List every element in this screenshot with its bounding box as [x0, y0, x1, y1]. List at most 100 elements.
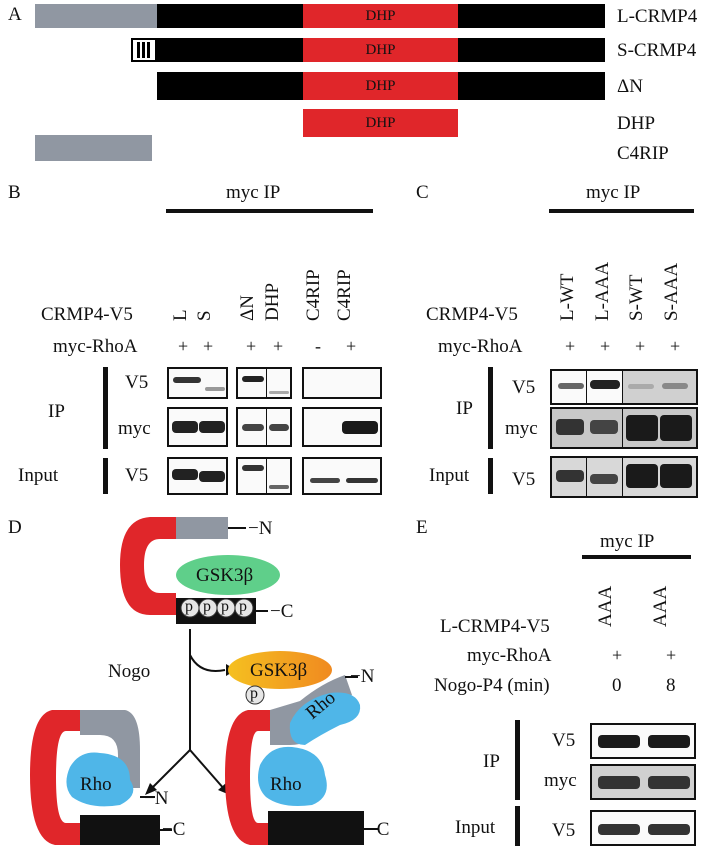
l-crmp4-dhp-domain: DHP — [303, 4, 458, 28]
panel-c-rhoa-label: myc-RhoA — [438, 336, 523, 357]
splice-line — [266, 459, 267, 493]
gsk3b-bound-ellipse — [176, 555, 280, 595]
panel-b-input-v5-blot-1 — [167, 457, 228, 495]
splice-line — [266, 369, 267, 397]
panel-e-lane-2: AAA — [650, 585, 671, 627]
panel-c-input-label: Input — [429, 465, 470, 486]
panel-b-lane-c4rip-2: C4RIP — [334, 269, 355, 321]
panel-b-lane-c4rip-1: C4RIP — [303, 269, 324, 321]
panel-b-letter: B — [8, 182, 21, 203]
panel-e-ip-myc-blot — [590, 764, 696, 800]
band — [242, 465, 264, 471]
band — [558, 383, 584, 389]
panel-b-ip-myc-blot-1 — [167, 407, 228, 447]
band — [626, 464, 658, 488]
band — [662, 383, 688, 389]
bottom-left-rho — [66, 752, 134, 807]
band — [590, 380, 620, 389]
band — [172, 469, 198, 480]
panel-d-n-term-right: −N — [350, 666, 375, 687]
panel-c-input-v5-blot — [550, 456, 698, 498]
band — [205, 387, 225, 391]
band — [346, 478, 378, 483]
panel-d-rho-left: Rho — [80, 774, 112, 795]
band — [626, 415, 658, 441]
band — [556, 470, 584, 482]
panel-e-lane-1: AAA — [595, 585, 616, 627]
panel-c-input-bracket — [488, 458, 493, 494]
panel-b-rhoa-sign-6: + — [346, 336, 357, 356]
panel-c-header-line — [549, 209, 694, 213]
splice-line — [622, 458, 623, 496]
bottom-right-red-arc — [225, 710, 270, 845]
panel-b-input-v5-blot-3 — [302, 457, 382, 495]
panel-b-ip-myc-blot-2 — [236, 407, 292, 447]
panel-b-header: myc IP — [226, 182, 281, 203]
panel-c-lane-s-wt: S-WT — [626, 274, 647, 321]
band — [199, 471, 225, 482]
s-crmp4-hatch-icon — [137, 42, 151, 58]
band — [269, 424, 289, 431]
band — [660, 464, 692, 488]
panel-e-letter: E — [416, 517, 428, 538]
panel-c-lane-l-aaa: L-AAA — [592, 261, 613, 321]
panel-c-rhoa-sign-1: + — [565, 336, 576, 356]
panel-c-ip-v5-blot — [550, 369, 698, 405]
panel-b-header-line — [166, 209, 373, 213]
splice-line — [586, 371, 587, 403]
panel-b-ip-myc-label: myc — [118, 418, 151, 439]
band — [598, 735, 640, 748]
splice-line — [622, 409, 623, 447]
panel-c-rhoa-sign-3: + — [635, 336, 646, 356]
band — [269, 485, 289, 489]
panel-b-crmp4-label: CRMP4-V5 — [41, 304, 133, 325]
band — [590, 474, 618, 484]
panel-d-nogo-label: Nogo — [108, 661, 151, 682]
splice-line — [622, 371, 623, 403]
band — [628, 384, 654, 389]
panel-b-input-v5-label: V5 — [125, 465, 149, 486]
panel-e-header-line — [582, 555, 691, 559]
panel-c-header: myc IP — [586, 182, 641, 203]
panel-b-rhoa-sign-1: + — [178, 336, 189, 356]
panel-e-time-1: 0 — [612, 675, 622, 696]
panel-e-rhoa-sign-1: + — [612, 645, 623, 665]
s-crmp4-dhp-domain: DHP — [303, 38, 458, 62]
band — [342, 421, 378, 434]
panel-b-lane-l: L — [170, 309, 191, 321]
dhp-label: DHP — [617, 113, 656, 134]
panel-b-rhoa-sign-4: + — [273, 336, 284, 356]
panel-d-letter: D — [8, 517, 22, 538]
panel-e-ip-myc-label: myc — [544, 770, 577, 791]
panel-b-input-v5-blot-2 — [236, 457, 292, 495]
band — [310, 478, 340, 483]
c4rip-label: C4RIP — [617, 143, 669, 164]
panel-d-n-term-left: −N — [144, 788, 169, 809]
band — [242, 424, 264, 431]
crmp4-grey-nterm — [176, 517, 228, 539]
splice-line — [266, 409, 267, 445]
panel-b-ip-myc-blot-3 — [302, 407, 382, 447]
band — [590, 420, 618, 434]
delta-n-label: ΔN — [617, 76, 643, 97]
band — [242, 376, 264, 382]
panel-c-rhoa-sign-2: + — [600, 336, 611, 356]
bottom-right-rho-top — [289, 692, 361, 745]
panel-c-ip-myc-blot — [550, 407, 698, 449]
bottom-left-black — [80, 815, 160, 845]
panel-b-rhoa-sign-3: + — [246, 336, 257, 356]
panel-b-ip-v5-label: V5 — [125, 372, 149, 393]
panel-c-letter: C — [416, 182, 429, 203]
band — [648, 776, 690, 789]
panel-c-lane-l-wt: L-WT — [557, 273, 578, 321]
panel-d-p-1: p — [185, 598, 193, 615]
panel-e-crmp4-label: L-CRMP4-V5 — [440, 616, 550, 637]
bottom-left-red-arc — [30, 710, 80, 845]
crmp4-red-arc — [120, 517, 176, 615]
panel-b-lane-dhp: DHP — [262, 282, 283, 321]
panel-e-input-label: Input — [455, 817, 496, 838]
l-crmp4-label: L-CRMP4 — [617, 6, 698, 27]
panel-b-rhoa-sign-5: - — [315, 336, 321, 356]
panel-c-ip-bracket — [488, 367, 493, 449]
panel-a-letter: A — [8, 4, 22, 25]
